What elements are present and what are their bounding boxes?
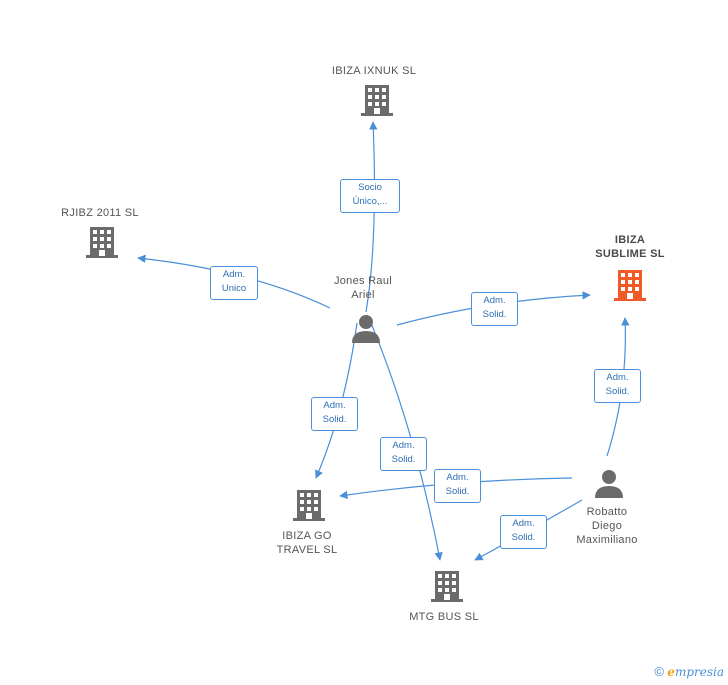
brand-logo-initial: e <box>667 665 675 679</box>
edge-jones-mtg-bus <box>370 322 443 561</box>
building-icon[interactable] <box>431 571 463 602</box>
edge-label-adm-solid[interactable]: Adm. Solid. <box>594 369 641 403</box>
edge-label-adm-solid[interactable]: Adm. Solid. <box>471 292 518 326</box>
edge-label-adm-solid[interactable]: Adm. Solid. <box>380 437 427 471</box>
person-icon[interactable] <box>352 315 380 343</box>
edge-jones-ibiza-ixnuk <box>365 121 378 313</box>
brand-watermark: © empresia <box>654 664 724 679</box>
node-label-ibiza-ixnuk[interactable]: IBIZA IXNUK SL <box>331 65 417 77</box>
node-label-robatto[interactable]: Robatto Diego Maximiliano <box>576 506 638 546</box>
edge-label-adm-solid[interactable]: Adm. Solid. <box>500 515 547 549</box>
node-label-rjibz[interactable]: RJIBZ 2011 SL <box>61 207 139 219</box>
copyright-icon: © <box>654 664 664 679</box>
node-label-ibiza-go[interactable]: IBIZA GO TRAVEL SL <box>276 530 338 556</box>
edge-label-adm-unico[interactable]: Adm. Unico <box>210 266 258 300</box>
node-label-jones[interactable]: Jones Raul Ariel <box>333 275 393 301</box>
building-icon[interactable] <box>614 270 646 301</box>
building-icon[interactable] <box>293 490 325 521</box>
building-icon[interactable] <box>361 85 393 116</box>
edge-label-socio-unico[interactable]: Socio Único,... <box>340 179 400 213</box>
edge-label-adm-solid[interactable]: Adm. Solid. <box>434 469 481 503</box>
person-icon[interactable] <box>595 470 623 498</box>
node-label-mtg-bus[interactable]: MTG BUS SL <box>409 611 479 623</box>
node-label-ibiza-sublime[interactable]: IBIZA SUBLIME SL <box>595 234 665 260</box>
building-icon[interactable] <box>86 227 118 258</box>
brand-logo-text: mpresia <box>674 665 724 679</box>
edge-label-adm-solid[interactable]: Adm. Solid. <box>311 397 358 431</box>
